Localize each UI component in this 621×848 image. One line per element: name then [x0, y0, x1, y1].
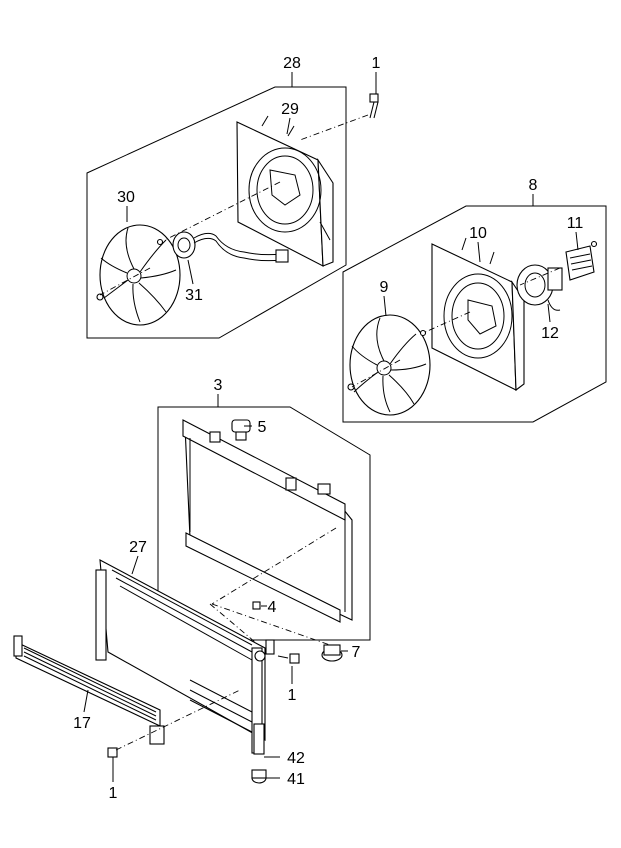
group-28-frame — [86, 86, 347, 339]
fan-shroud-10 — [431, 237, 525, 392]
callout-9: 9 — [380, 279, 389, 296]
condenser-fins — [111, 569, 253, 733]
resistor-11 — [565, 240, 598, 281]
fan-shroud-29 — [236, 115, 334, 267]
assembly-line — [422, 311, 471, 334]
callout-3: 3 — [214, 377, 223, 394]
callout-30: 30 — [117, 189, 135, 206]
fan-blade-30 — [96, 224, 181, 326]
callout-12: 12 — [541, 325, 559, 342]
bolt-1-bottom — [107, 747, 118, 766]
cap-41 — [251, 769, 267, 784]
group-8-frame — [342, 205, 607, 423]
radiator-core — [182, 419, 353, 623]
callout-labels: 28 1 29 30 31 8 10 11 9 12 3 5 27 4 7 1 … — [73, 55, 583, 802]
assembly-line — [299, 114, 369, 141]
assembly-line — [211, 527, 337, 605]
callout-1-mid: 1 — [288, 687, 297, 704]
bolt-1-top — [369, 93, 379, 119]
assembly-line — [99, 267, 151, 296]
receiver-drier-42 — [253, 723, 265, 755]
assembly-line — [351, 359, 401, 388]
fan-shroud-group-28 — [86, 86, 379, 339]
callout-41: 41 — [287, 771, 305, 788]
radiator-group-3 — [157, 406, 371, 662]
callout-5: 5 — [258, 419, 267, 436]
condenser-27 — [95, 559, 300, 784]
assembly-line — [209, 603, 256, 643]
callout-28: 28 — [283, 55, 301, 72]
callout-8: 8 — [529, 177, 538, 194]
radiator-cap-5 — [231, 419, 251, 441]
fan-blade-9 — [347, 314, 431, 416]
assembly-line — [164, 181, 281, 241]
assembly-line — [115, 689, 241, 751]
callout-11: 11 — [567, 215, 584, 232]
callout-29: 29 — [281, 101, 299, 118]
oil-cooler-17 — [13, 635, 241, 766]
bolt-1-mid — [277, 653, 300, 664]
callout-17: 17 — [73, 715, 91, 732]
assembly-line — [211, 603, 331, 646]
callout-42: 42 — [287, 750, 305, 767]
leader-lines — [83, 72, 579, 782]
callout-10: 10 — [469, 225, 487, 242]
oil-cooler-fins — [23, 647, 157, 721]
callout-4: 4 — [268, 599, 277, 616]
callout-27: 27 — [129, 539, 147, 556]
callout-31: 31 — [185, 287, 203, 304]
callout-7: 7 — [352, 644, 361, 661]
callout-1-top: 1 — [372, 55, 381, 72]
fan-shroud-group-8 — [342, 205, 607, 423]
drain-plug-4 — [252, 601, 261, 610]
callout-1-bottom: 1 — [109, 785, 118, 802]
radiator-mount-7 — [321, 644, 343, 662]
fan-motor-31 — [156, 231, 289, 263]
